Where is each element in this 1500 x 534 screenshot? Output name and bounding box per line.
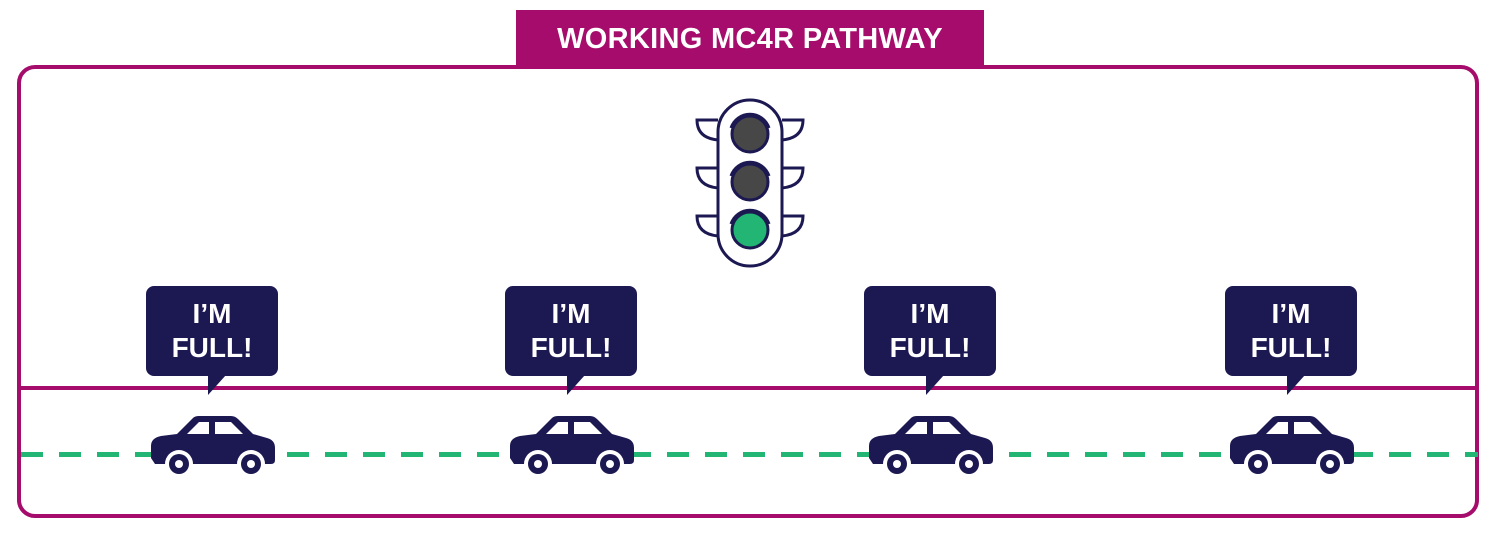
traffic-light-icon <box>695 98 805 268</box>
bubble-text-line1: I’M <box>192 298 232 329</box>
traffic-light-lamp-middle <box>730 162 770 202</box>
car-icon <box>151 416 275 478</box>
road-edge-line <box>19 386 1479 390</box>
bubble-text-line1: I’M <box>551 298 591 329</box>
bubble-text-line1: I’M <box>1271 298 1311 329</box>
bubble-text-line2: FULL! <box>530 332 612 363</box>
traffic-light-lamp-bottom <box>730 210 770 250</box>
bubble-text-line2: FULL! <box>171 332 253 363</box>
speech-bubble: I’M FULL! <box>1225 286 1357 395</box>
bubble-text-line1: I’M <box>910 298 950 329</box>
bubble-text-line2: FULL! <box>1250 332 1332 363</box>
lane-divider-dashes <box>21 452 1478 457</box>
car-icon <box>1230 416 1354 478</box>
speech-bubble: I’M FULL! <box>505 286 637 395</box>
bubble-text-line2: FULL! <box>889 332 971 363</box>
traffic-light-lamp-top <box>730 114 770 154</box>
diagram-title: WORKING MC4R PATHWAY <box>516 10 984 68</box>
speech-bubble: I’M FULL! <box>864 286 996 395</box>
pathway-frame <box>17 65 1479 518</box>
speech-bubble: I’M FULL! <box>146 286 278 395</box>
car-icon <box>869 416 993 478</box>
car-icon <box>510 416 634 478</box>
